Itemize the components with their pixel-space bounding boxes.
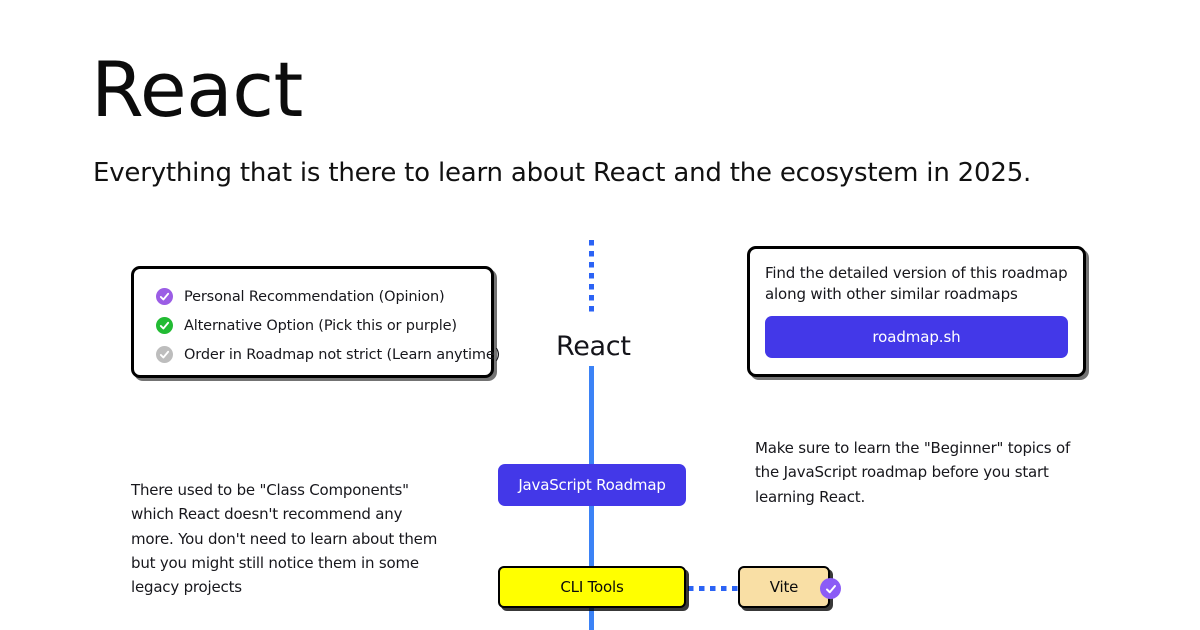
legend-item-label: Order in Roadmap not strict (Learn anyti…	[184, 346, 501, 363]
roadmap-sh-button[interactable]: roadmap.sh	[765, 315, 1068, 358]
legend-item-personal-recommendation: Personal Recommendation (Opinion)	[156, 282, 491, 311]
spine-solid-line-lower	[589, 607, 594, 630]
spine-dotted-line	[589, 240, 594, 314]
spine-solid-line-upper	[589, 366, 594, 466]
cta-description: Find the detailed version of this roadma…	[765, 264, 1068, 304]
node-javascript-roadmap[interactable]: JavaScript Roadmap	[498, 464, 686, 506]
node-vite-label: Vite	[769, 578, 799, 596]
legend-item-order-not-strict: Order in Roadmap not strict (Learn anyti…	[156, 340, 500, 369]
page-title: React	[91, 45, 303, 134]
page-subtitle: Everything that is there to learn about …	[93, 158, 1032, 188]
node-vite[interactable]: Vite	[738, 566, 841, 608]
note-class-components: There used to be "Class Components" whic…	[131, 481, 438, 597]
check-circle-icon	[156, 288, 173, 305]
roadmap-cta-card: Find the detailed version of this roadma…	[747, 246, 1086, 377]
spine-solid-line-middle	[589, 505, 594, 569]
legend-card: Personal Recommendation (Opinion) Altern…	[131, 266, 500, 378]
legend-item-label: Alternative Option (Pick this or purple)	[184, 317, 457, 334]
node-cli-tools[interactable]: CLI Tools	[498, 566, 686, 608]
legend-item-alternative-option: Alternative Option (Pick this or purple)	[156, 311, 491, 340]
legend-item-label: Personal Recommendation (Opinion)	[184, 288, 445, 305]
check-circle-icon	[820, 578, 841, 599]
check-circle-icon	[156, 317, 173, 334]
check-circle-icon	[156, 346, 173, 363]
roadmap-center-label: React	[556, 331, 631, 362]
connector-cli-tools-to-vite	[688, 586, 738, 591]
note-javascript-prerequisite: Make sure to learn the "Beginner" topics…	[755, 439, 1071, 506]
